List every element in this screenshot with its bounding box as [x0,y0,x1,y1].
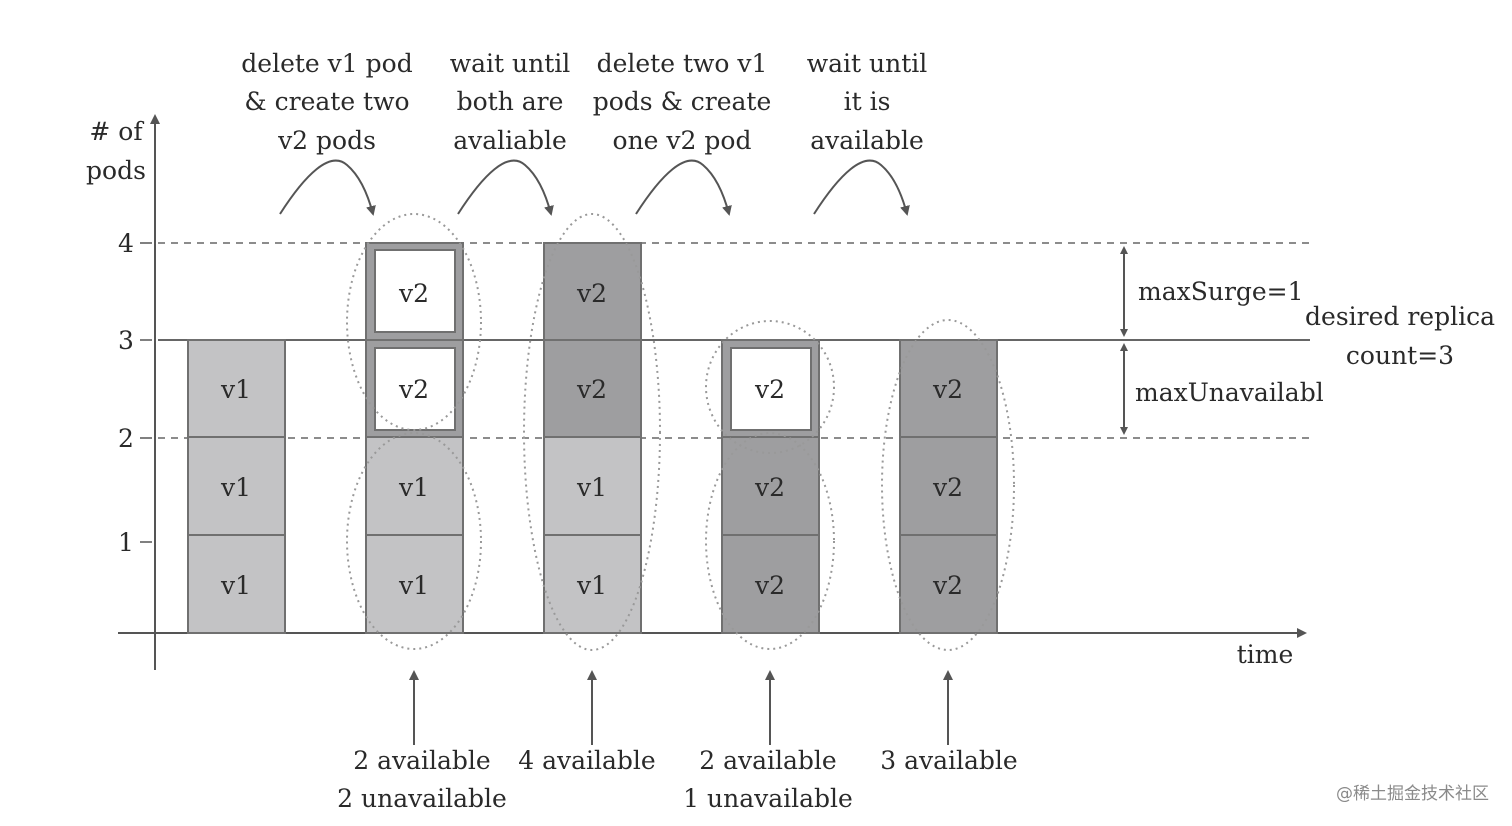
step-1-caption: delete v1 pod & create two v2 pods [241,49,412,155]
pod-label: v1 [398,473,429,502]
pod-column-1: v1 v1 v1 [187,339,286,634]
group-outline [881,319,1015,651]
step-4-line-3: available [810,126,924,155]
pod-v2 [899,339,998,438]
pod-label: v2 [754,375,785,404]
desired-replica-label-line-1: desired replica [1305,302,1495,331]
pod-column-4: v2 v2 v2 [705,320,835,650]
pod-label: v2 [754,473,785,502]
step-2-line-3: avaliable [453,126,567,155]
status-1-line-1: 2 available [353,746,490,775]
max-surge-label: maxSurge=1 [1138,277,1304,306]
pod-label: v2 [932,571,963,600]
pod-column-3: v1 v1 v2 v2 [523,213,661,651]
pod-label: v2 [576,279,607,308]
step-3-line-1: delete two v1 [597,49,768,78]
pod-v2-starting-inner [730,347,812,431]
step-4-line-1: wait until [807,49,928,78]
pod-v2 [899,436,998,536]
y-tick-label: 4 [118,229,134,258]
pod-label: v1 [220,571,251,600]
pod-label: v2 [754,571,785,600]
pod-label: v1 [576,571,607,600]
group-outline [346,213,482,431]
status-3-line-2: 1 unavailable [683,784,853,813]
curved-arrow-icon [279,159,376,216]
group-outline [523,213,661,651]
pod-label: v1 [220,375,251,404]
pod-label: v2 [576,375,607,404]
step-4-line-2: it is [844,87,891,116]
status-4-line-1: 3 available [880,746,1017,775]
curved-arrow-icon [635,159,732,216]
curved-arrow-icon [457,159,554,216]
status-2-line-1: 4 available [518,746,655,775]
group-outline [705,320,835,454]
status-3-line-1: 2 available [699,746,836,775]
pod-v1 [187,534,286,634]
pod-v1 [543,534,642,634]
pod-label: v2 [398,279,429,308]
pod-v2 [721,436,820,536]
watermark: @稀土掘金技术社区 [1336,784,1489,804]
pod-label: v1 [576,473,607,502]
step-1-line-1: delete v1 pod [241,49,412,78]
y-tick-label: 2 [118,424,134,453]
step-3-line-2: pods & create [593,87,772,116]
pod-label: v2 [398,375,429,404]
max-unavailable-label: maxUnavailabl [1135,378,1324,407]
group-outline [346,432,482,650]
pod-label: v2 [932,473,963,502]
pod-column-2: v1 v1 v2 v2 [346,213,482,650]
pod-v2-starting-inner [374,249,456,333]
y-axis-label-line-2: pods [86,156,146,185]
pod-v1 [187,436,286,536]
pod-label: v1 [398,571,429,600]
step-2-line-1: wait until [450,49,571,78]
pod-v2 [543,339,642,438]
step-3-line-3: one v2 pod [613,126,752,155]
status-1-line-2: 2 unavailable [337,784,507,813]
y-tick-label: 3 [118,326,134,355]
pod-v2 [721,534,820,634]
step-3-caption: delete two v1 pods & create one v2 pod [593,49,772,155]
y-tick-label: 1 [118,528,134,557]
group-outline [705,432,835,650]
desired-replica-label-line-2: count=3 [1346,341,1454,370]
pod-v1 [187,339,286,438]
pod-column-5: v2 v2 v2 [881,319,1015,651]
pod-label: v1 [220,473,251,502]
step-4-caption: wait until it is available [807,49,928,155]
pod-label: v2 [932,375,963,404]
x-axis-label: time [1237,640,1294,669]
step-1-line-2: & create two [244,87,409,116]
step-1-line-3: v2 pods [277,126,376,155]
pod-v2 [899,534,998,634]
y-axis-label-line-1: # of [89,117,144,146]
step-2-line-2: both are [457,87,564,116]
step-2-caption: wait until both are avaliable [450,49,571,155]
pod-v2 [543,242,642,341]
curved-arrow-icon [813,159,910,216]
